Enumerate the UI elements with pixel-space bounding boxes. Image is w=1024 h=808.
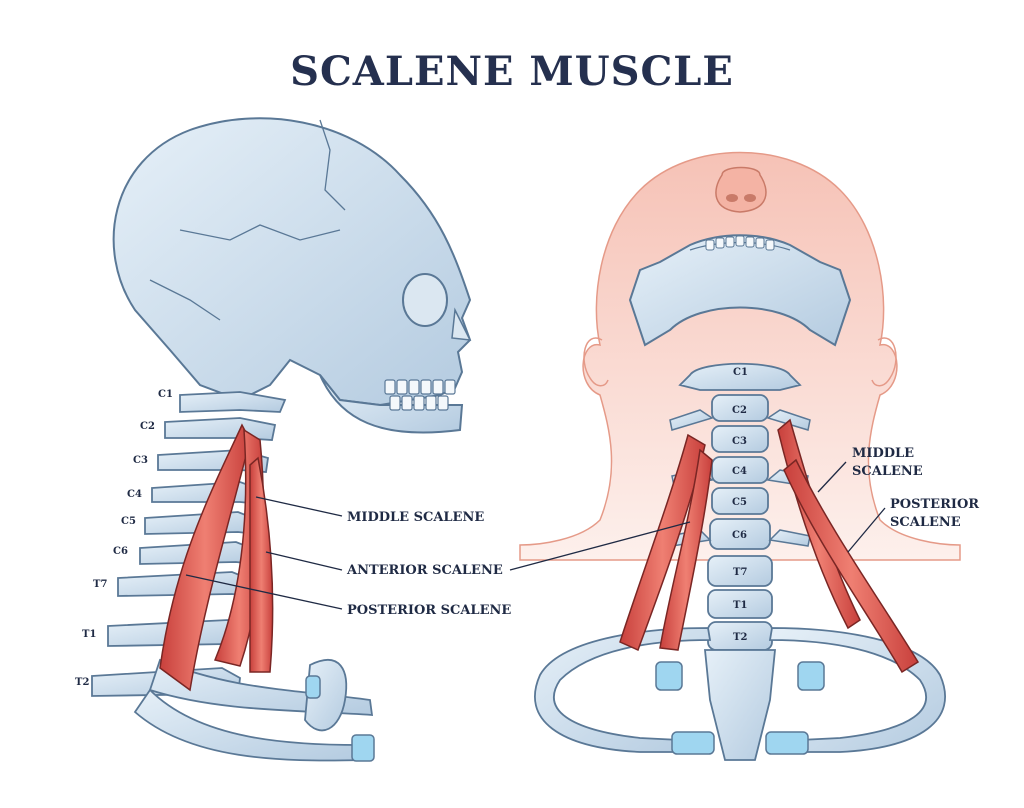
anterior-scalene-leader	[265, 551, 343, 571]
front-view: C1 C2 C3 C4 C5 C6 T7 T1 T2 MIDDLE SCALEN…	[509, 151, 979, 761]
posterior-scalene-label: POSTERIOR SCALENE	[347, 603, 511, 618]
front-middle-scalene-left	[659, 448, 713, 651]
front-rib-left	[534, 627, 712, 753]
anterior-scalene-muscle	[249, 456, 274, 673]
nose	[715, 166, 767, 213]
side-vertebra-label: C5	[121, 516, 136, 527]
front-spine	[678, 362, 802, 651]
anterior-scalene-label: ANTERIOR SCALENE	[346, 563, 503, 578]
front-vertebra-label: C4	[732, 466, 747, 477]
middle-scalene-label: MIDDLE SCALENE	[347, 510, 484, 525]
front-vertebra-label: C3	[732, 436, 747, 447]
diagram-title: SCALENE MUSCLE	[290, 48, 734, 95]
side-vertebra-label: C3	[133, 455, 148, 466]
front-vertebra-label: C1	[733, 367, 748, 378]
front-posterior-scalene-leader	[847, 507, 886, 553]
sternum	[704, 649, 776, 761]
side-vertebra-label: T7	[93, 579, 107, 590]
front-mandible	[628, 234, 852, 347]
side-vertebra-label: T1	[82, 629, 96, 640]
front-vertebra-label: C2	[732, 405, 747, 416]
front-anterior-scalene-left	[619, 433, 706, 652]
head-skin	[519, 151, 961, 561]
eye-socket	[402, 273, 448, 327]
front-middle-label-line1: MIDDLE	[852, 446, 914, 461]
front-vertebra-label: C5	[732, 497, 747, 508]
front-middle-label-line2: SCALENE	[852, 464, 923, 479]
front-posterior-scalene-right	[783, 458, 920, 674]
side-view: C1 C2 C3 C4 C5 C6 T7 T1 T2 MIDDLE SCALEN…	[75, 117, 511, 762]
front-vertebra-label: T2	[733, 632, 747, 643]
side-vertebra-label: T2	[75, 677, 89, 688]
front-posterior-label-line1: POSTERIOR	[890, 497, 979, 512]
front-anterior-scalene-leader	[509, 521, 691, 571]
posterior-scalene-muscle	[159, 423, 251, 692]
front-posterior-label-line2: SCALENE	[890, 515, 961, 530]
front-middle-scalene-leader	[817, 461, 847, 493]
front-vertebra-label: T1	[733, 600, 747, 611]
front-vertebra-label: T7	[733, 567, 747, 578]
mandible	[319, 374, 464, 434]
side-vertebra-label: C4	[127, 489, 142, 500]
middle-scalene-leader	[255, 496, 343, 517]
posterior-scalene-leader	[185, 574, 343, 610]
skull	[112, 117, 472, 407]
side-vertebra-label: C2	[140, 421, 155, 432]
side-vertebra-label: C6	[113, 546, 128, 557]
side-vertebra-label: C1	[158, 389, 173, 400]
front-vertebra-label: C6	[732, 530, 747, 541]
